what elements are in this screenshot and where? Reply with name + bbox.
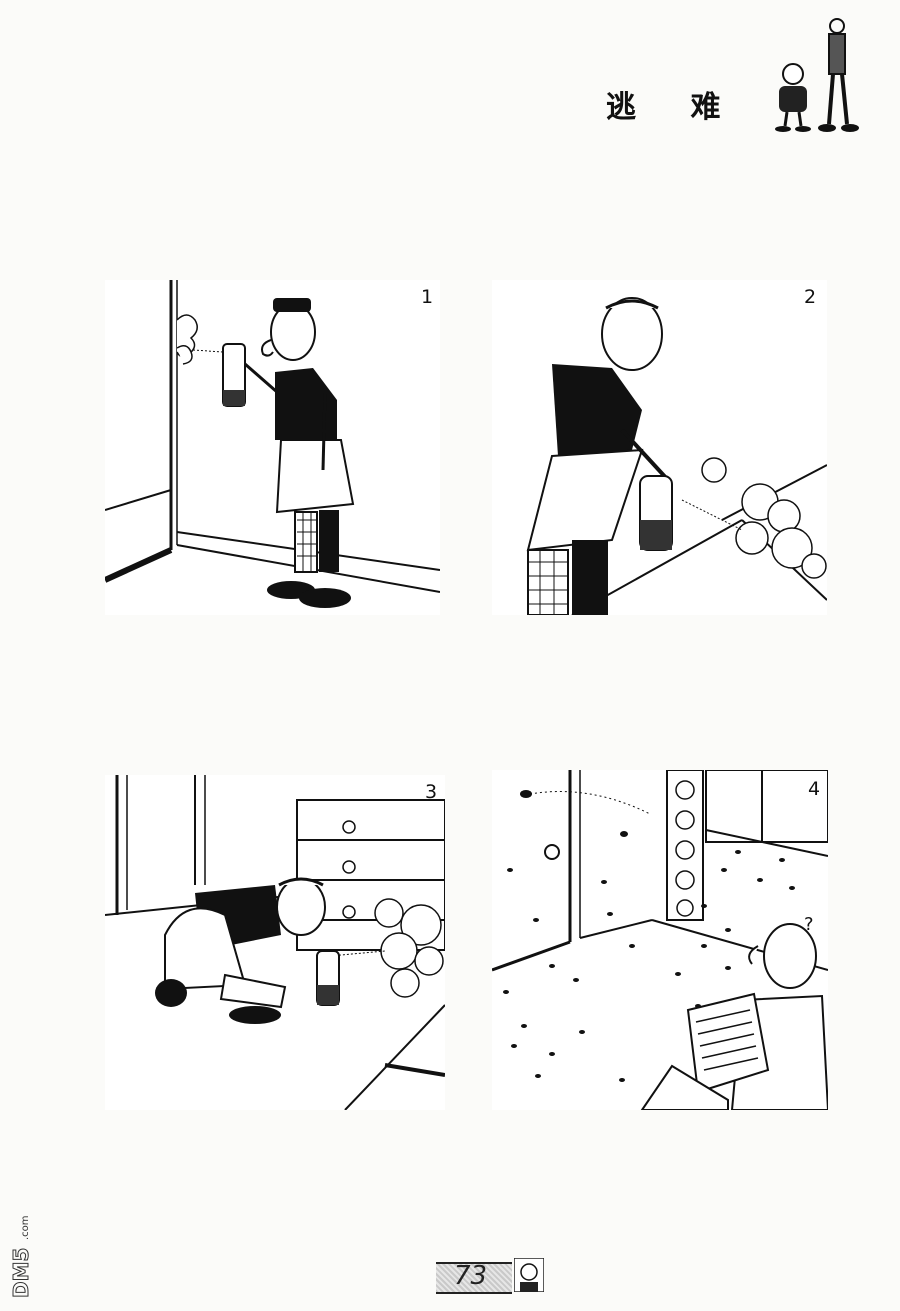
panel-1-illustration [105,280,440,608]
panel-number-4: 4 [808,778,821,800]
panel-3-illustration [105,775,445,1110]
title-characters-illustration [775,18,859,132]
panel-2-illustration [526,297,827,615]
panel-4-illustration: ? [492,770,828,1110]
svg-text:.com: .com [20,1215,31,1240]
character-head-icon [514,1258,544,1292]
svg-text:DM5: DM5 [9,1248,33,1298]
svg-text:?: ? [804,914,814,935]
page-title: 逃 难 [606,90,743,125]
page-number-background [436,1262,512,1294]
comic-panel-3: 3 [105,775,445,1110]
page-number: 73 [454,1261,488,1291]
panel-number-3: 3 [425,781,438,803]
comic-panel-4: ? 4 [492,770,828,1110]
panel-number-1: 1 [421,286,434,308]
dm5-watermark-logo: DM5 .com [9,1215,34,1298]
panel-number-2: 2 [804,286,817,308]
comic-panel-1: 1 [105,280,440,615]
comic-panel-2: 2 [492,280,827,615]
page-number-box: 73 [436,1256,546,1294]
